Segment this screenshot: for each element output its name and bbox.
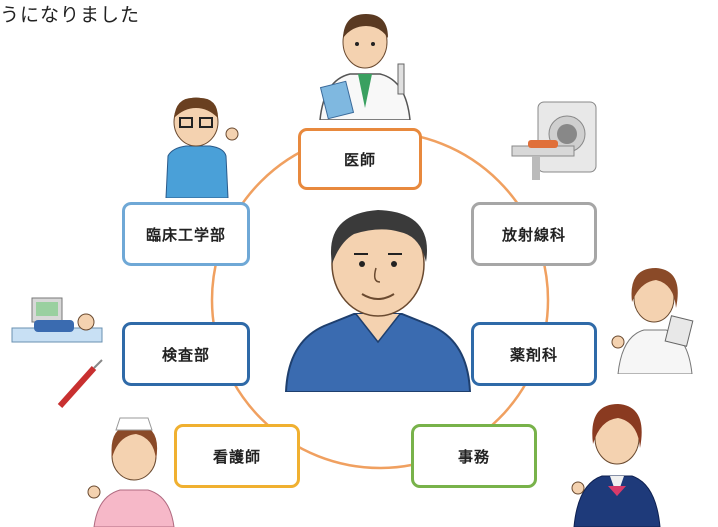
header-text: うになりました	[0, 4, 141, 26]
role-box-nurse: 看護師	[174, 424, 300, 488]
role-box-pharmacy: 薬剤科	[471, 322, 597, 386]
nurse-icon	[87, 417, 175, 527]
role-label: 看護師	[212, 447, 261, 466]
pharmacist-icon	[611, 268, 694, 374]
role-label: 臨床工学部	[145, 225, 226, 244]
role-label: 事務	[457, 447, 490, 466]
role-box-radiology: 放射線科	[471, 202, 597, 266]
role-label: 検査部	[161, 345, 210, 364]
clerk-icon	[571, 404, 661, 527]
ct-scanner-icon	[511, 101, 597, 180]
role-label: 放射線科	[501, 225, 566, 244]
role-box-office: 事務	[411, 424, 537, 488]
role-box-clinical-engineering: 臨床工学部	[122, 202, 250, 266]
role-box-doctor: 医師	[298, 128, 422, 190]
patient-man-icon	[284, 210, 472, 392]
clinical-engineer-icon	[165, 97, 239, 198]
ecg-exam-icon	[11, 297, 103, 409]
role-label: 医師	[343, 150, 376, 169]
role-label: 薬剤科	[509, 345, 558, 364]
doctor-icon	[319, 14, 411, 120]
role-box-lab: 検査部	[122, 322, 250, 386]
